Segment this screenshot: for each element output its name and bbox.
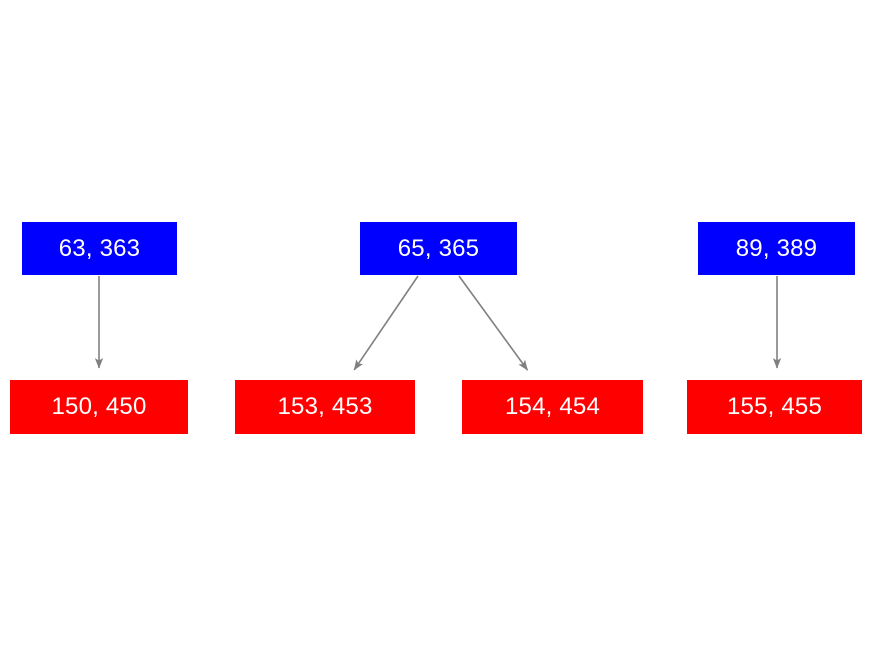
graph-node-n89[interactable]: 89, 389 [698,222,855,275]
graph-node-label: 153, 453 [277,393,373,420]
graph-edge-e3 [458,275,529,371]
graph-node-n65[interactable]: 65, 365 [360,222,517,275]
edges-group [94,275,782,371]
graph-node-label: 89, 389 [735,234,818,262]
graph-edge-e2 [353,275,419,371]
graph-node-n153[interactable]: 153, 453 [235,380,415,434]
graph-node-label: 150, 450 [51,393,147,420]
graph-node-label: 154, 454 [504,393,601,420]
graph-node-label: 155, 455 [726,393,823,420]
graph-node-n150[interactable]: 150, 450 [10,380,188,434]
graph-node-label: 63, 363 [58,234,141,262]
graph-node-n154[interactable]: 154, 454 [462,380,643,434]
graph-node-label: 65, 365 [397,234,480,262]
graph-node-n155[interactable]: 155, 455 [687,380,862,434]
graph-node-n63[interactable]: 63, 363 [22,222,177,275]
